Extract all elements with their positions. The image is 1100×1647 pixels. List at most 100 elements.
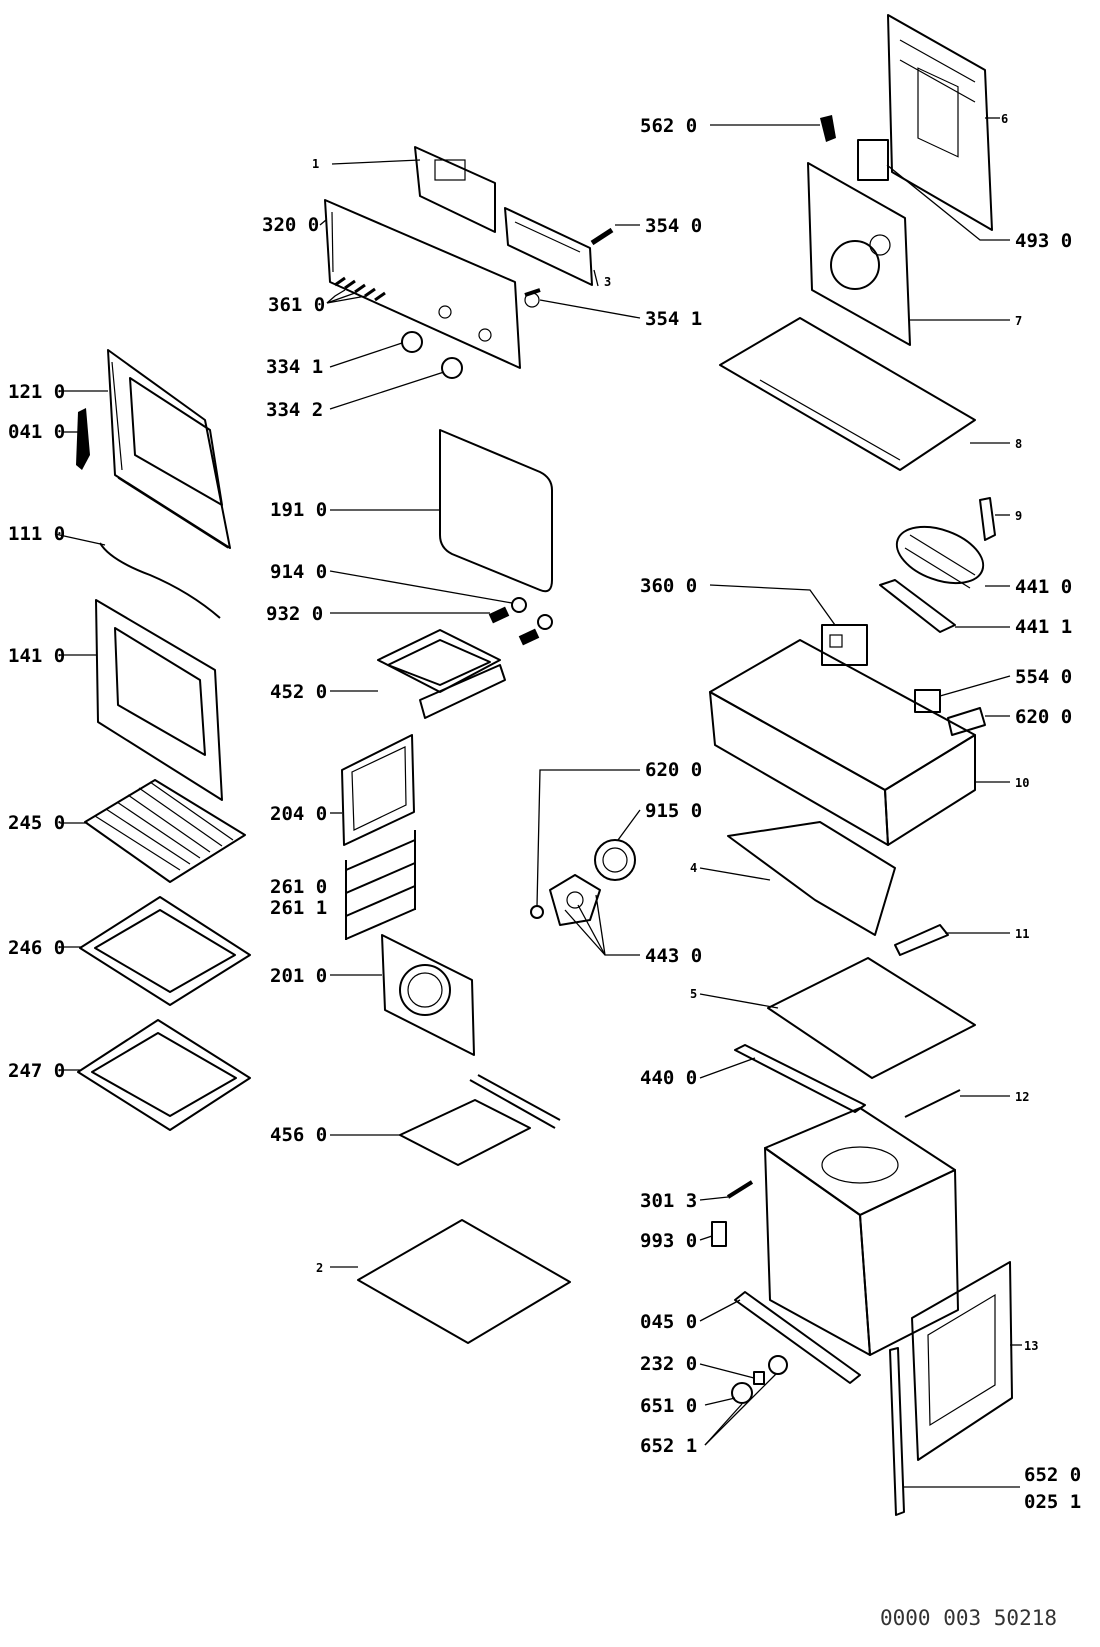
front-trim-strip bbox=[734, 1291, 861, 1384]
oven-cavity bbox=[764, 1107, 959, 1356]
part-label: 232 0 bbox=[640, 1353, 697, 1375]
part-label: 554 0 bbox=[1015, 666, 1072, 688]
part-label: 13 bbox=[1024, 1339, 1038, 1353]
terminal-block bbox=[947, 707, 986, 736]
shelf-runners bbox=[345, 830, 416, 940]
part-label: 11 bbox=[1015, 927, 1029, 941]
control-knob-1 bbox=[401, 331, 423, 353]
oven-knob-1 bbox=[768, 1355, 788, 1375]
rear-cover-panel bbox=[887, 14, 993, 231]
small-bracket bbox=[979, 497, 996, 541]
motor-bracket bbox=[857, 139, 889, 181]
part-label: 111 0 bbox=[8, 523, 65, 545]
base-plate bbox=[727, 821, 896, 936]
mounting-strip bbox=[894, 924, 949, 956]
part-label: 8 bbox=[1015, 437, 1022, 451]
part-label: 247 0 bbox=[8, 1060, 65, 1082]
baking-tray-shallow bbox=[77, 1019, 251, 1131]
part-label: 041 0 bbox=[8, 421, 65, 443]
fan-cover bbox=[381, 934, 475, 1056]
door-frame-panel bbox=[911, 1261, 1013, 1461]
part-label: 441 0 bbox=[1015, 576, 1072, 598]
part-label: 1 bbox=[312, 157, 319, 171]
fan-bracket-strip bbox=[879, 579, 956, 633]
part-label: 045 0 bbox=[640, 1311, 697, 1333]
fan-blade-assembly bbox=[530, 874, 601, 926]
drawing-number: 0000 003 50218 bbox=[880, 1606, 1057, 1630]
part-label: 3 bbox=[604, 275, 611, 289]
bottom-panel bbox=[357, 1219, 571, 1344]
control-spindle bbox=[753, 1371, 765, 1385]
part-label: 354 1 bbox=[645, 308, 702, 330]
grill-element bbox=[377, 629, 506, 719]
part-label: 440 0 bbox=[640, 1067, 697, 1089]
part-label: 652 0 bbox=[1024, 1464, 1081, 1486]
part-labels: 1 320 0 361 0 334 1 334 2 191 0 914 0 93… bbox=[8, 112, 1081, 1630]
switch-shaft-long bbox=[590, 227, 614, 246]
part-label: 10 bbox=[1015, 776, 1029, 790]
part-label: 354 0 bbox=[645, 215, 702, 237]
fan-motor bbox=[594, 839, 636, 881]
part-label: 651 0 bbox=[640, 1395, 697, 1417]
part-label: 562 0 bbox=[640, 115, 697, 137]
support-rod bbox=[904, 1089, 961, 1118]
part-label: 932 0 bbox=[266, 603, 323, 625]
part-label: 204 0 bbox=[270, 803, 327, 825]
switch-shaft-short bbox=[524, 288, 541, 308]
part-label: 915 0 bbox=[645, 800, 702, 822]
part-label: 261 0 bbox=[270, 876, 327, 898]
part-label: 456 0 bbox=[270, 1124, 327, 1146]
lower-heating-element bbox=[399, 1074, 561, 1166]
door-outer-glass bbox=[95, 599, 223, 801]
part-label: 9 bbox=[1015, 509, 1022, 523]
push-buttons bbox=[334, 276, 386, 302]
part-label: 245 0 bbox=[8, 812, 65, 834]
baking-tray-deep bbox=[79, 896, 251, 1006]
part-label: 320 0 bbox=[262, 214, 319, 236]
part-label: 261 1 bbox=[270, 897, 327, 919]
part-label: 4 bbox=[690, 861, 697, 875]
part-label: 2 bbox=[316, 1261, 323, 1275]
door-seal-rod bbox=[99, 542, 221, 619]
part-label: 441 1 bbox=[1015, 616, 1072, 638]
oven-gasket bbox=[439, 429, 553, 593]
floor-panel bbox=[767, 957, 976, 1079]
top-panel bbox=[719, 317, 976, 471]
tangential-fan bbox=[895, 525, 985, 589]
part-label: 301 3 bbox=[640, 1190, 697, 1212]
hinge-rail bbox=[889, 1347, 905, 1516]
part-label: 334 1 bbox=[266, 356, 323, 378]
part-label: 620 0 bbox=[1015, 706, 1072, 728]
part-label: 246 0 bbox=[8, 937, 65, 959]
fastener-nut-2 bbox=[537, 614, 553, 630]
part-label: 452 0 bbox=[270, 681, 327, 703]
door-latch bbox=[711, 1221, 727, 1247]
part-label: 493 0 bbox=[1015, 230, 1072, 252]
side-rail-bracket bbox=[341, 734, 415, 846]
relay-switch bbox=[914, 689, 941, 713]
fastener-nut bbox=[511, 597, 527, 613]
part-label: 121 0 bbox=[8, 381, 65, 403]
part-label: 914 0 bbox=[270, 561, 327, 583]
control-panel-fascia bbox=[324, 199, 521, 369]
part-label: 12 bbox=[1015, 1090, 1029, 1104]
control-pcb bbox=[504, 207, 593, 286]
part-label: 025 1 bbox=[1024, 1491, 1081, 1513]
part-label: 141 0 bbox=[8, 645, 65, 667]
part-label: 993 0 bbox=[640, 1230, 697, 1252]
part-label: 6 bbox=[1001, 112, 1008, 126]
fastener-springs bbox=[488, 606, 540, 646]
wire-shelf bbox=[84, 779, 246, 883]
part-label: 443 0 bbox=[645, 945, 702, 967]
part-label: 191 0 bbox=[270, 499, 327, 521]
part-label: 652 1 bbox=[640, 1435, 697, 1457]
part-label: 7 bbox=[1015, 314, 1022, 328]
sensor-clip bbox=[820, 115, 836, 142]
screw bbox=[726, 1180, 754, 1199]
leader-lines bbox=[54, 117, 1022, 1488]
control-knob-2 bbox=[441, 357, 463, 379]
rear-oven-panel bbox=[807, 162, 911, 346]
control-panel-bracket bbox=[414, 146, 496, 233]
cooling-chassis bbox=[709, 639, 976, 846]
part-label: 620 0 bbox=[645, 759, 702, 781]
